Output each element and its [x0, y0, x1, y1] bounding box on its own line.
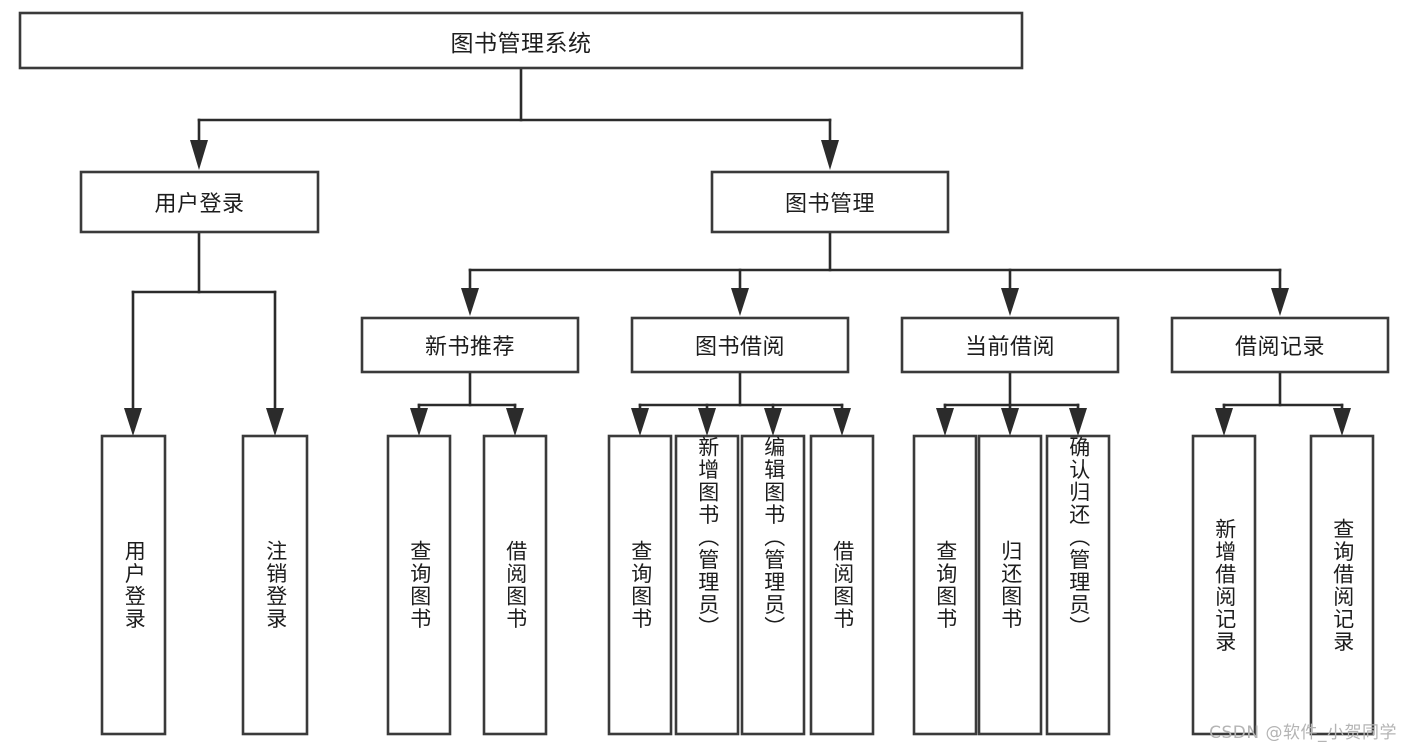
node-box-leaf-query-book-c[interactable]: [912, 434, 978, 736]
node-box-new-book-recommend[interactable]: [360, 316, 580, 374]
arrowhead-leaf-add-record: [1215, 408, 1233, 436]
node-box-leaf-return-book[interactable]: [977, 434, 1043, 736]
node-box-leaf-query-record[interactable]: [1309, 434, 1375, 736]
arrowhead-leaf-query-book-c: [936, 408, 954, 436]
connectors-borrow-records-to-leaves: [1215, 370, 1351, 436]
node-box-leaf-query-book-b[interactable]: [607, 434, 673, 736]
arrowhead-leaf-query-record: [1333, 408, 1351, 436]
node-box-leaf-query-book-a[interactable]: [386, 434, 452, 736]
node-box-book-borrow[interactable]: [630, 316, 850, 374]
arrowhead-current-borrow: [1001, 288, 1019, 316]
arrowhead-leaf-borrow-book-a: [506, 408, 524, 436]
node-box-leaf-user-login[interactable]: [100, 434, 167, 736]
arrowhead-leaf-user-login: [124, 408, 142, 436]
arrowhead-leaf-edit-book: [764, 408, 782, 436]
arrowhead-book-mgmt: [821, 140, 839, 170]
node-box-root[interactable]: [18, 11, 1024, 70]
arrowhead-leaf-return-book: [1001, 408, 1019, 436]
connectors-book-borrow-to-leaves: [631, 370, 851, 436]
node-box-leaf-add-record[interactable]: [1191, 434, 1257, 736]
arrowhead-leaf-add-book: [698, 408, 716, 436]
arrowhead-leaf-query-book-b: [631, 408, 649, 436]
node-box-borrow-records[interactable]: [1170, 316, 1390, 374]
arrowhead-user-login: [190, 140, 208, 170]
arrowhead-leaf-query-book-a: [410, 408, 428, 436]
node-box-user-login[interactable]: [79, 170, 320, 234]
node-box-leaf-borrow-book-b[interactable]: [809, 434, 875, 736]
connectors-new-book-to-leaves: [410, 370, 524, 436]
arrowhead-leaf-confirm-return: [1069, 408, 1087, 436]
connectors-book-mgmt-to-level3: [461, 230, 1289, 316]
node-box-current-borrow[interactable]: [900, 316, 1120, 374]
arrowhead-new-book: [461, 288, 479, 316]
node-box-leaf-confirm-return[interactable]: [1045, 434, 1111, 736]
connectors-current-borrow-to-leaves: [936, 370, 1087, 436]
arrowhead-borrow-records: [1271, 288, 1289, 316]
node-box-leaf-logout[interactable]: [241, 434, 309, 736]
node-box-leaf-add-book[interactable]: [674, 434, 740, 736]
node-box-book-management[interactable]: [710, 170, 950, 234]
arrowhead-leaf-borrow-book-b: [833, 408, 851, 436]
connectors-root-to-level2: [190, 66, 839, 170]
connectors-user-login-to-leaves: [124, 230, 284, 436]
arrowhead-leaf-logout: [266, 408, 284, 436]
node-box-leaf-borrow-book-a[interactable]: [482, 434, 548, 736]
arrowhead-book-borrow: [731, 288, 749, 316]
node-box-leaf-edit-book[interactable]: [740, 434, 806, 736]
